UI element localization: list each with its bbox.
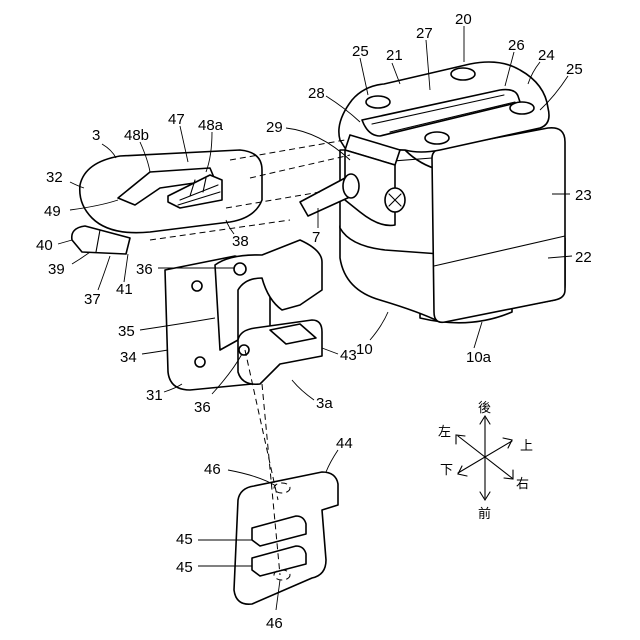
label-31: 31 [146,387,163,404]
label-10a: 10a [466,349,492,366]
mount-hole-a [192,281,202,291]
label-26: 26 [508,37,525,54]
label-40: 40 [36,237,53,254]
label-34: 34 [120,349,137,366]
label-37: 37 [84,291,101,308]
plate-44 [234,472,338,604]
hole-25-c [510,102,534,114]
label-45-a: 45 [176,531,193,548]
compass-up: 上 [520,439,533,454]
leader-44 [326,450,338,472]
label-35: 35 [118,323,135,340]
label-36-b: 36 [194,399,211,416]
body-front-face [432,128,565,323]
label-24: 24 [538,47,555,64]
leader-3a [292,380,314,400]
label-25-a: 25 [352,43,369,60]
label-3a: 3a [316,395,333,412]
hole-25-b [451,68,475,80]
hole-25-d [425,132,449,144]
label-28: 28 [308,85,325,102]
leader-41 [124,254,128,282]
label-48b: 48b [124,127,149,144]
compass-left: 左 [438,425,451,440]
label-20: 20 [455,11,472,28]
label-43: 43 [340,347,357,364]
housing-assembly [300,62,565,323]
label-10: 10 [356,341,373,358]
leader-10 [370,312,388,340]
label-46-b: 46 [266,615,283,632]
label-48a: 48a [198,117,224,134]
label-23: 23 [575,187,592,204]
mount-hole-b [195,357,205,367]
leader-34 [142,350,168,354]
leader-43 [322,348,338,354]
compass-right: 右 [516,477,529,492]
label-3: 3 [92,127,100,144]
label-38: 38 [232,233,249,250]
label-45-b: 45 [176,559,193,576]
label-7: 7 [312,229,320,246]
label-22: 22 [575,249,592,266]
label-46-a: 46 [204,461,221,478]
leader-10a [474,322,482,348]
label-27: 27 [416,25,433,42]
leader-37 [98,256,110,290]
label-29: 29 [266,119,283,136]
hole-25-a [366,96,390,108]
shaft-collar [343,174,359,198]
label-44: 44 [336,435,353,452]
label-41: 41 [116,281,133,298]
leader-39 [72,252,90,264]
label-39: 39 [48,261,65,278]
label-32: 32 [46,169,63,186]
leader-40 [58,240,72,244]
dash-b [250,155,350,178]
label-49: 49 [44,203,61,220]
leader-3 [102,144,116,158]
direction-compass: 後 前 左 右 上 下 [438,401,533,522]
hole-36-lower [239,345,249,355]
label-36-a: 36 [136,261,153,278]
label-25-b: 25 [566,61,583,78]
label-47: 47 [168,111,185,128]
label-21: 21 [386,47,403,64]
connector-3 [72,150,322,390]
hole-36-upper [234,263,246,275]
compass-back: 後 [478,401,491,416]
cap-32 [80,150,262,233]
compass-front: 前 [478,506,491,522]
compass-down: 下 [440,463,453,478]
